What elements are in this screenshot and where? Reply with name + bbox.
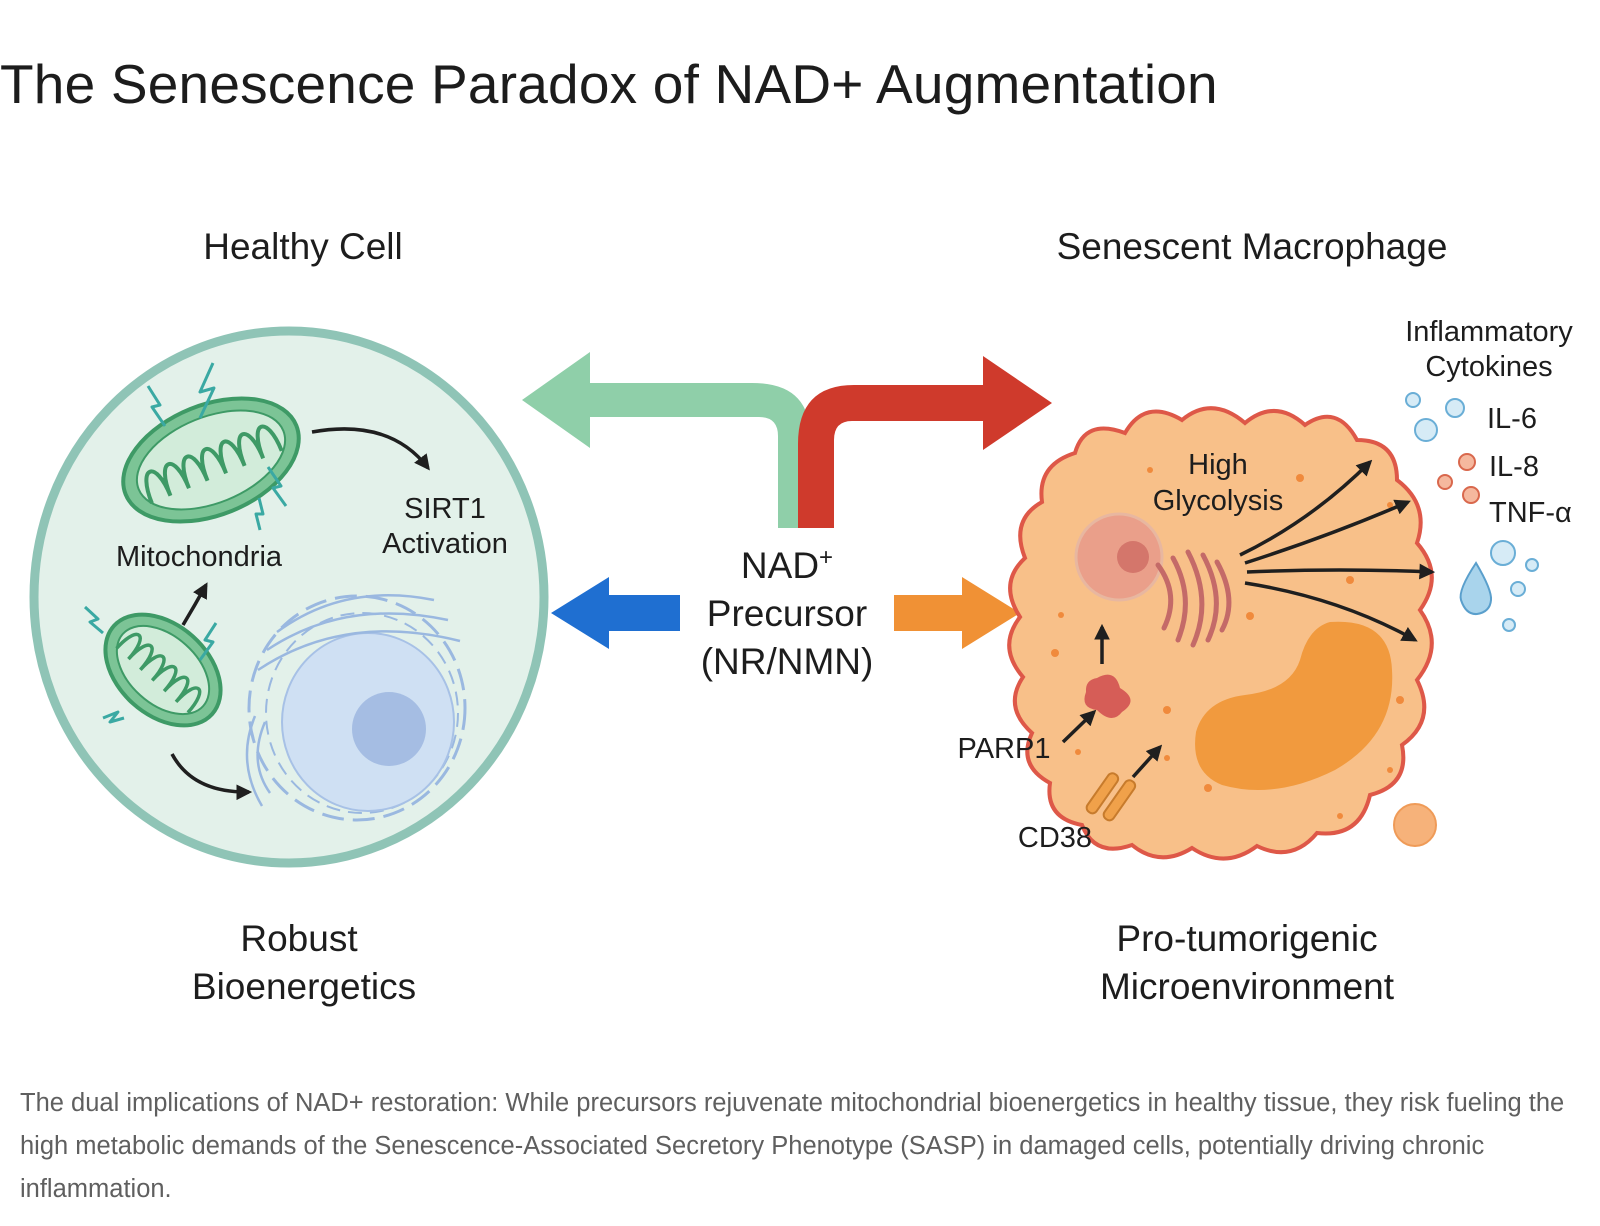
sirt1-label-line2: Activation	[382, 528, 508, 560]
parp1-arrow	[1061, 709, 1097, 744]
nucleus	[247, 594, 467, 822]
cd38-label: CD38	[1018, 822, 1092, 854]
page-title: The Senescence Paradox of NAD+ Augmentat…	[0, 53, 1218, 115]
secretion-arrows	[1239, 459, 1436, 642]
secretion-arrow	[1239, 459, 1373, 557]
senescent-bent-arrow	[798, 356, 1052, 528]
nad-paradox-diagram: Healthy Cell Senescent Macrophage	[29, 226, 1573, 1007]
mitochondrion-icon	[121, 396, 301, 524]
senescent-macrophage-heading: Senescent Macrophage	[1057, 226, 1448, 267]
healthy-outcome-line2: Bioenergetics	[192, 966, 416, 1007]
secretion-arrow	[1244, 581, 1418, 642]
cd38-receptor	[1085, 772, 1137, 822]
cytokine-il6: IL-6	[1487, 403, 1537, 435]
cytokine-droplets	[1393, 392, 1539, 847]
energy-spark-icon	[83, 362, 288, 724]
healthy-bent-arrow	[522, 352, 810, 528]
glycolysis-label-line2: Glycolysis	[1153, 485, 1284, 517]
cytokines-label-line2: Cytokines	[1425, 351, 1552, 383]
cd38-arrow	[1131, 744, 1163, 779]
glycolysis-label-line1: High	[1188, 449, 1248, 481]
nr-nmn-label: (NR/NMN)	[701, 641, 874, 682]
macrophage-nucleus	[1195, 621, 1393, 790]
parp1-label: PARP1	[958, 733, 1051, 765]
orange-right-arrow	[894, 577, 1020, 649]
precursor-label: Precursor	[707, 593, 867, 634]
parp1-protein	[1084, 674, 1131, 719]
healthy-cell: Mitochondria SIRT1 Activation	[29, 326, 549, 868]
nucleolus	[352, 692, 426, 766]
senescent-outcome-line2: Microenvironment	[1100, 966, 1395, 1007]
secretion-arrow	[1246, 563, 1436, 580]
secreted-vesicle	[1393, 803, 1437, 847]
healthy-cell-heading: Healthy Cell	[203, 226, 402, 267]
senescent-macrophage: Inflammatory Cytokines IL-6 IL-8 TNF-α H…	[958, 316, 1573, 861]
cytokines-label-line1: Inflammatory	[1405, 316, 1573, 348]
nad-label: NAD+	[741, 544, 833, 586]
mito-to-nucleus-arrow	[170, 753, 253, 801]
healthy-outcome-line1: Robust	[240, 918, 358, 959]
mito-up-arrow	[181, 582, 208, 626]
mitochondrion-icon	[103, 612, 223, 728]
golgi-apparatus	[1155, 549, 1232, 648]
cytoplasm-granules	[1051, 467, 1404, 819]
secretion-arrow	[1244, 499, 1411, 565]
endoplasmic-reticulum	[245, 594, 461, 807]
mitochondria-label: Mitochondria	[116, 541, 283, 573]
cytokine-tnf-alpha: TNF-α	[1489, 497, 1572, 529]
cytokine-il8: IL-8	[1489, 451, 1539, 483]
senescent-outcome-line1: Pro-tumorigenic	[1116, 918, 1377, 959]
sirt1-label-line1: SIRT1	[404, 493, 486, 525]
figure-caption: The dual implications of NAD+ restoratio…	[20, 1089, 1565, 1203]
healthy-cell-membrane	[29, 326, 549, 868]
sirt1-arrow	[311, 427, 430, 471]
blue-left-arrow	[551, 577, 680, 649]
